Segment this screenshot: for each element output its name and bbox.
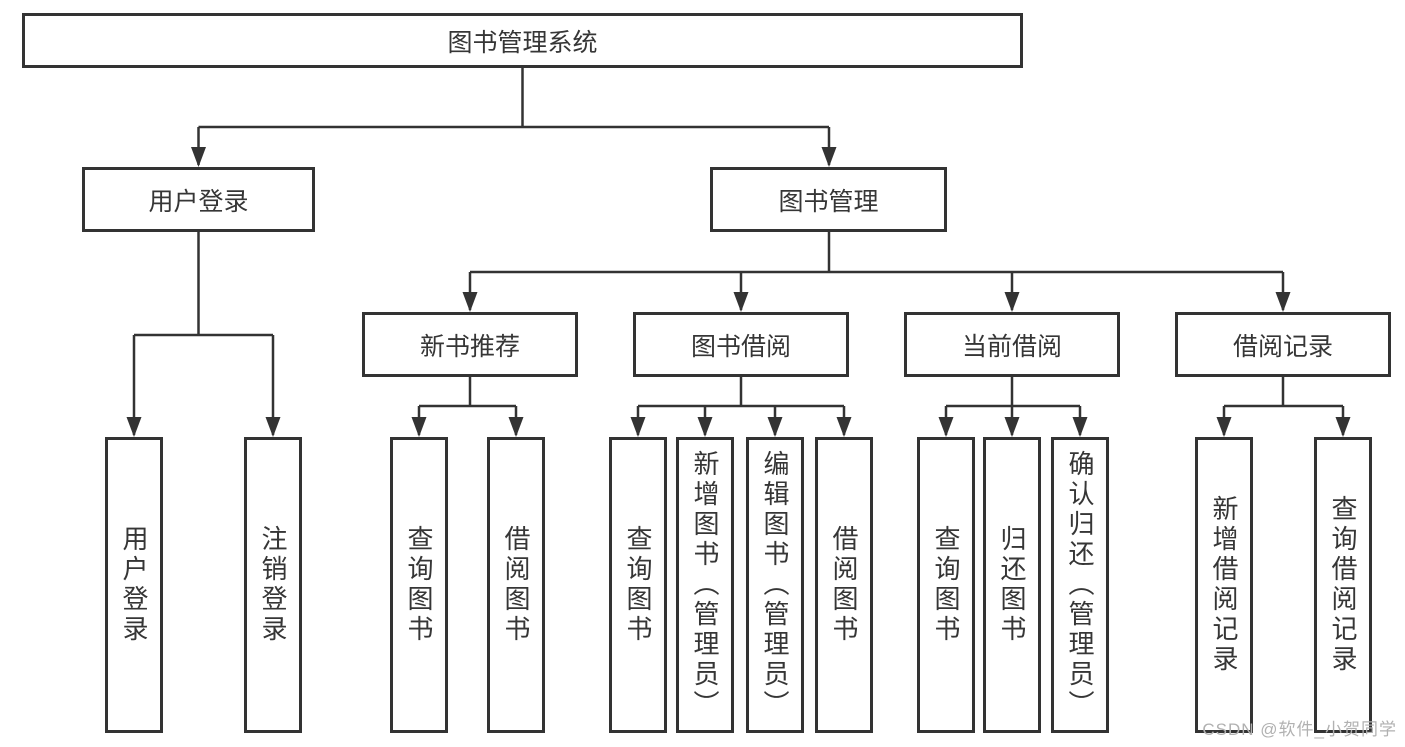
leaf-user-login: 用户登录 (105, 437, 163, 733)
leaf-add-borrow-record: 新增借阅记录 (1195, 437, 1253, 733)
node-borrowing-records: 借阅记录 (1175, 312, 1391, 377)
leaf-query-books-borrowing-label: 查询图书 (623, 525, 653, 645)
node-user-login: 用户登录 (82, 167, 315, 232)
leaf-add-book-admin: 新增图书（管理员） (676, 437, 734, 733)
leaf-logout-label: 注销登录 (258, 525, 288, 645)
node-current-borrowing: 当前借阅 (904, 312, 1120, 377)
leaf-edit-book-admin: 编辑图书（管理员） (746, 437, 804, 733)
csdn-watermark: CSDN @软件_小贺同学 (1202, 720, 1397, 739)
arrowhead-icons (126, 147, 1351, 437)
leaf-query-books-current: 查询图书 (917, 437, 975, 733)
leaf-add-borrow-record-label: 新增借阅记录 (1209, 495, 1239, 675)
node-book-management: 图书管理 (710, 167, 947, 232)
leaf-borrow-books-recommend-label: 借阅图书 (501, 525, 531, 645)
leaf-query-borrow-record: 查询借阅记录 (1314, 437, 1372, 733)
leaf-query-books-recommend-label: 查询图书 (404, 525, 434, 645)
leaf-borrow-books: 借阅图书 (815, 437, 873, 733)
leaf-query-books-recommend: 查询图书 (390, 437, 448, 733)
leaf-borrow-books-recommend: 借阅图书 (487, 437, 545, 733)
leaf-confirm-return-admin-label: 确认归还（管理员） (1065, 450, 1095, 720)
leaf-edit-book-admin-label: 编辑图书（管理员） (760, 450, 790, 720)
leaf-return-book-label: 归还图书 (997, 525, 1027, 645)
leaf-add-book-admin-label: 新增图书（管理员） (690, 450, 720, 720)
leaf-query-borrow-record-label: 查询借阅记录 (1328, 495, 1358, 675)
leaf-query-books-current-label: 查询图书 (931, 525, 961, 645)
leaf-user-login-label: 用户登录 (119, 525, 149, 645)
node-system-root: 图书管理系统 (22, 13, 1023, 68)
node-book-borrowing: 图书借阅 (633, 312, 849, 377)
node-new-book-recommend: 新书推荐 (362, 312, 578, 377)
connector-lines (132, 68, 1345, 435)
leaf-borrow-books-label: 借阅图书 (829, 525, 859, 645)
leaf-confirm-return-admin: 确认归还（管理员） (1051, 437, 1109, 733)
leaf-return-book: 归还图书 (983, 437, 1041, 733)
leaf-logout: 注销登录 (244, 437, 302, 733)
leaf-query-books-borrowing: 查询图书 (609, 437, 667, 733)
